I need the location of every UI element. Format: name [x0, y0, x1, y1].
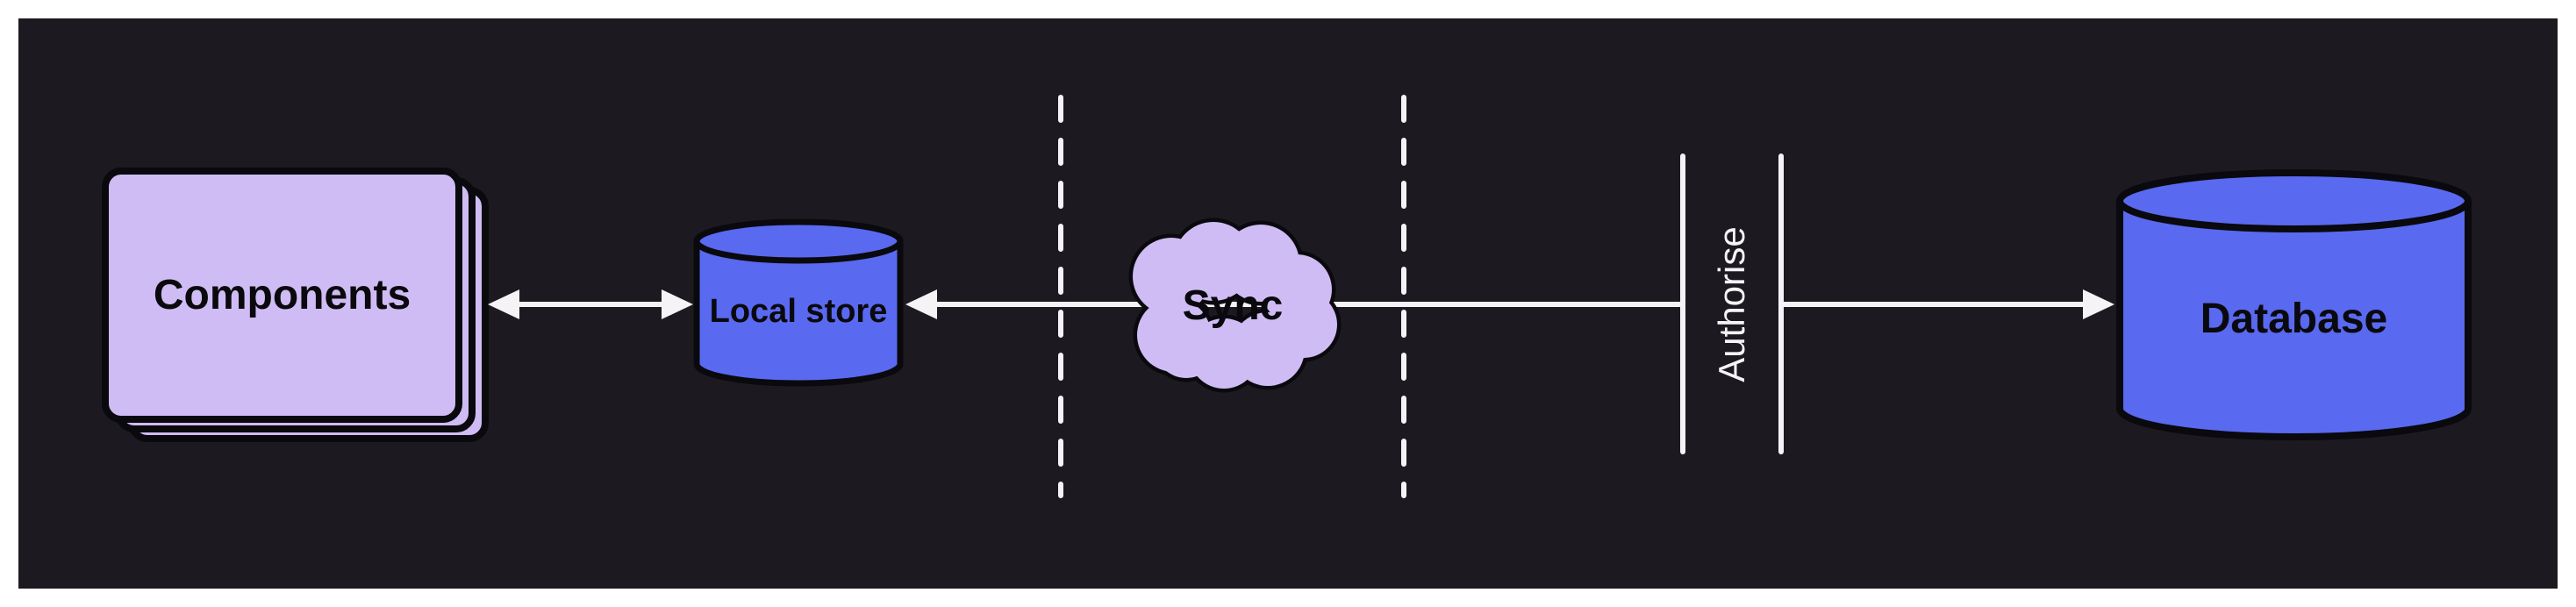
cloud-fill [1133, 222, 1337, 389]
arrowhead-left-icon [488, 289, 519, 319]
arrowhead-right-icon [662, 289, 693, 319]
arrowhead-database-icon [2083, 289, 2114, 319]
arrowhead-localstore-icon [905, 289, 937, 319]
cylinder-lid [2116, 169, 2472, 232]
database-cylinder [2116, 169, 2472, 440]
components-localstore-arrow [488, 289, 693, 319]
cylinder-body [693, 241, 904, 387]
components-card-front [102, 168, 462, 423]
local-store-cylinder [693, 218, 904, 387]
sync-cloud [1128, 218, 1342, 393]
cylinder-body [2116, 201, 2472, 440]
cylinder-lid [693, 218, 904, 264]
components-stack [102, 168, 489, 442]
authorise-to-database-arrow [1780, 289, 2114, 319]
